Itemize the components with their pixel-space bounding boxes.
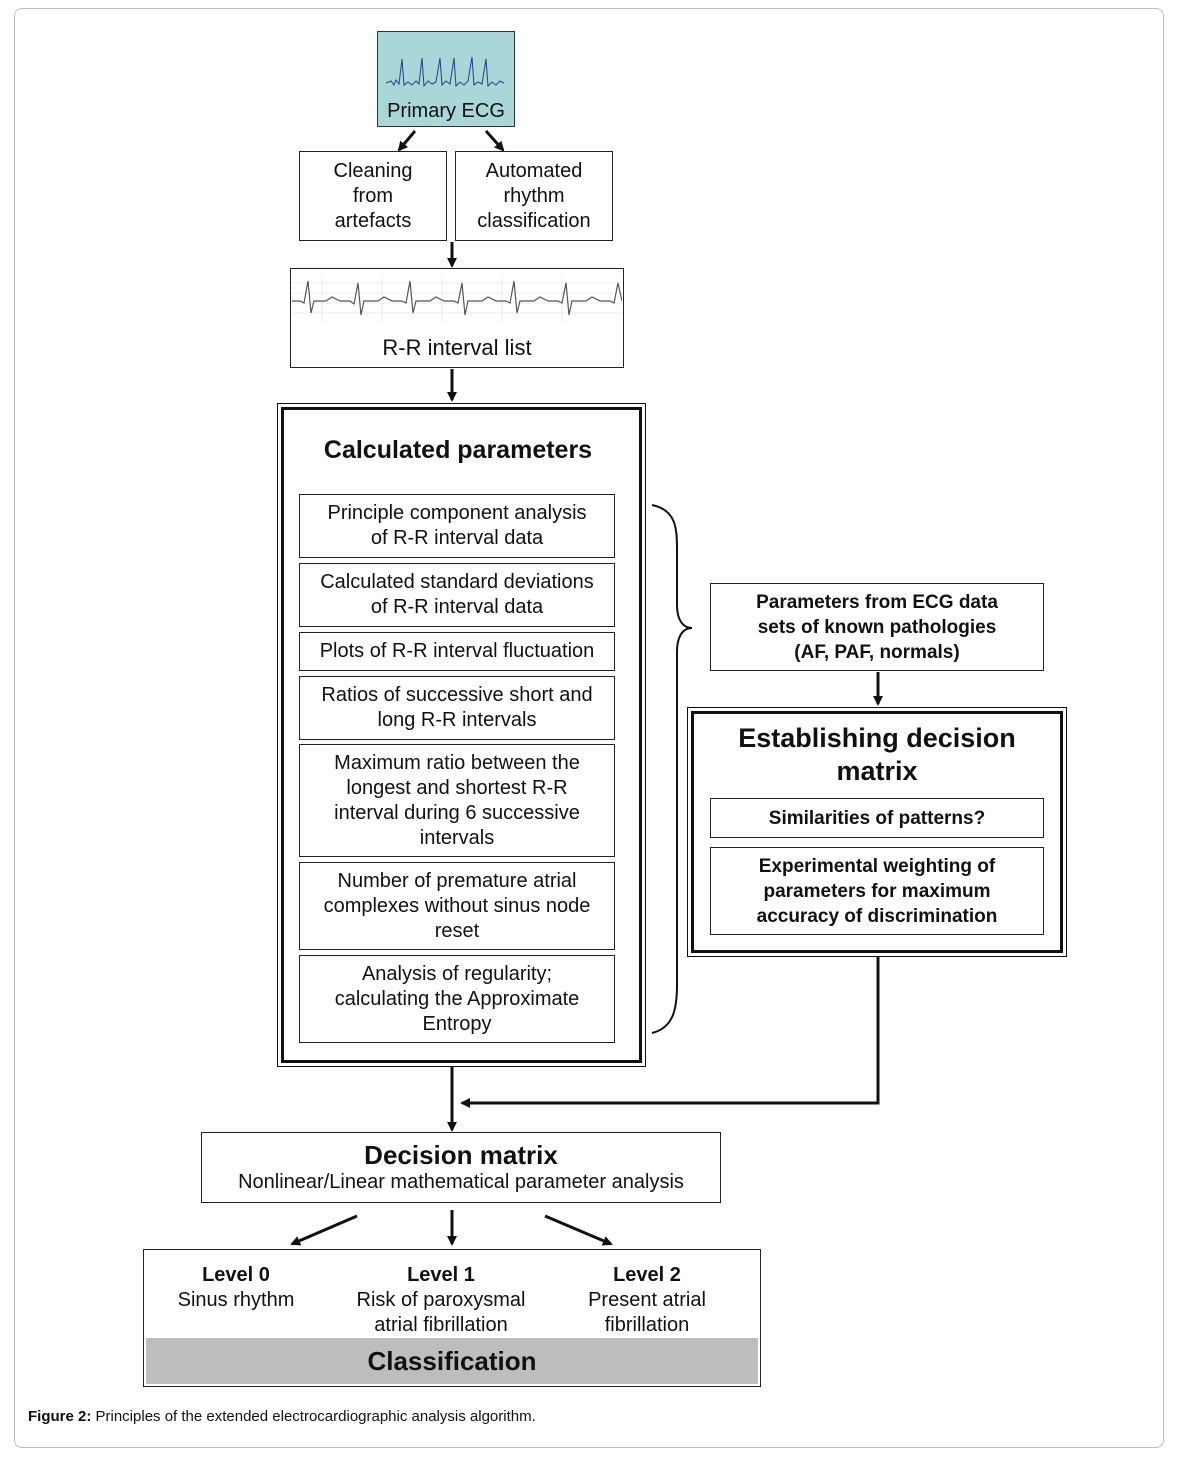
param-regularity-line-2: calculating the Approximate [334,987,580,1010]
param-pca: Principle component analysis of R-R inte… [299,494,615,558]
param-max-ratio-line-3: interval during 6 successive [334,801,580,824]
level-2-line-2: fibrillation [604,1314,690,1336]
primary-ecg-label: Primary ECG [387,100,505,122]
param-max-ratio: Maximum ratio between the longest and sh… [299,744,615,857]
automated-line-2: rhythm [503,184,565,207]
param-regularity-line-3: Entropy [422,1012,492,1035]
param-premature-line-1: Number of premature atrial [337,869,577,892]
param-ratios: Ratios of successive short and long R-R … [299,676,615,740]
decision-matrix-title: Decision matrix [364,1140,558,1170]
curly-brace [651,504,693,1034]
param-regularity: Analysis of regularity; calculating the … [299,955,615,1043]
cleaning-line-2: from [353,184,393,207]
param-pca-line-1: Principle component analysis [327,502,587,524]
ecg-trace-icon [386,56,505,88]
cleaning-line-3: artefacts [334,209,412,232]
weighting-line-1: Experimental weighting of [758,855,996,877]
decision-matrix-box: Decision matrix Nonlinear/Linear mathema… [201,1132,721,1203]
param-premature: Number of premature atrial complexes wit… [299,862,615,950]
caption-text: Principles of the extended electrocardio… [91,1408,536,1425]
level-1-line-2: atrial fibrillation [374,1314,508,1336]
param-max-ratio-line-4: intervals [419,826,495,849]
param-pca-line-2: of R-R interval data [370,527,544,549]
arrow-ecg-to-automated [484,129,505,152]
known-line-3: (AF, PAF, normals) [794,641,960,663]
param-ratios-line-1: Ratios of successive short and [321,684,593,706]
cleaning-line-1: Cleaning [333,159,413,182]
param-std-dev-line-2: of R-R interval data [370,596,544,618]
similarities-box: Similarities of patterns? [710,798,1044,838]
cleaning-box: Cleaning from artefacts [299,151,447,241]
weighting-box: Experimental weighting of parameters for… [710,847,1044,935]
level-0: Level 0 Sinus rhythm [156,1263,316,1313]
known-pathologies-box: Parameters from ECG data sets of known p… [710,583,1044,671]
rr-interval-label: R-R interval list [382,335,532,360]
rr-ecg-strip-icon [292,273,622,323]
automated-line-1: Automated [485,159,583,182]
level-1-title: Level 1 [407,1264,475,1286]
param-max-ratio-line-2: longest and shortest R-R [346,776,568,799]
param-ratios-line-2: long R-R intervals [377,709,537,731]
param-std-dev: Calculated standard deviations of R-R in… [299,563,615,627]
connector-establish-to-decision [460,957,880,1108]
caption-label: Figure 2: [28,1408,92,1425]
figure-caption: Figure 2: Principles of the extended ele… [28,1408,536,1425]
param-std-dev-line-1: Calculated standard deviations [320,571,594,593]
param-regularity-line-1: Analysis of regularity; [361,962,553,985]
establishing-title-line-1: Establishing decision [738,723,1016,753]
level-2-title: Level 2 [613,1264,681,1286]
param-premature-line-3: reset [434,919,480,942]
establishing-title-line-2: matrix [836,756,918,786]
rr-interval-box: R-R interval list [290,268,624,368]
known-line-2: sets of known pathologies [757,616,997,638]
level-2-line-1: Present atrial [588,1289,706,1311]
automated-line-3: classification [477,209,591,232]
level-0-title: Level 0 [202,1264,270,1286]
level-0-line-1: Sinus rhythm [177,1289,295,1311]
calculated-parameters-title: Calculated parameters [323,436,593,464]
similarities-label: Similarities of patterns? [768,807,986,829]
classification-label: Classification [367,1345,537,1376]
level-1: Level 1 Risk of paroxysmal atrial fibril… [336,1263,546,1338]
known-line-1: Parameters from ECG data [756,591,998,613]
level-2: Level 2 Present atrial fibrillation [567,1263,727,1338]
param-plots-line-1: Plots of R-R interval fluctuation [319,640,595,662]
arrow-to-level2 [544,1214,613,1246]
establishing-matrix-title: Establishing decision matrix [691,722,1063,788]
automated-classification-box: Automated rhythm classification [455,151,613,241]
param-premature-line-2: complexes without sinus node [323,894,591,917]
arrow-to-level0 [290,1214,358,1246]
classification-band: Classification [146,1338,758,1384]
decision-matrix-subtitle: Nonlinear/Linear mathematical parameter … [238,1171,684,1193]
weighting-line-3: accuracy of discrimination [756,905,998,927]
weighting-line-2: parameters for maximum [763,880,991,902]
param-max-ratio-line-1: Maximum ratio between the [334,751,580,774]
arrow-ecg-to-cleaning [397,130,417,152]
primary-ecg-box: Primary ECG [377,31,515,127]
level-1-line-1: Risk of paroxysmal [356,1289,526,1311]
figure-frame [14,8,1164,1448]
param-plots: Plots of R-R interval fluctuation [299,632,615,671]
